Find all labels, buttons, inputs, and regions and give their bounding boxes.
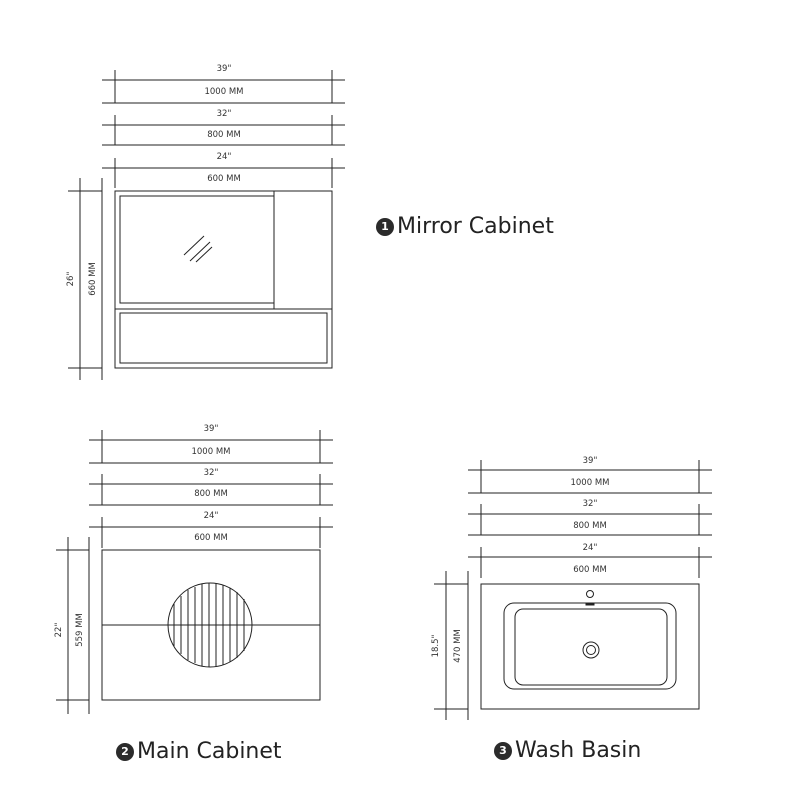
mirror-panel	[119, 195, 275, 304]
overflow-slot-icon	[585, 602, 595, 606]
main-width-mm-1: 1000 MM	[191, 447, 230, 457]
basin-width-mm-3: 600 MM	[573, 565, 607, 575]
basin-width-mm-2: 800 MM	[573, 521, 607, 531]
basin-width-in-3: 24"	[583, 543, 598, 553]
slatted-circle-icon	[167, 582, 253, 668]
main-cabinet-title: 2 Main Cabinet	[116, 739, 282, 764]
main-dim-1000	[89, 430, 333, 464]
basin-height-mm: 470 MM	[453, 629, 463, 663]
mirror-width-mm-2: 800 MM	[207, 130, 241, 140]
main-dim-800	[89, 474, 333, 506]
mirror-width-mm-3: 600 MM	[207, 174, 241, 184]
wash-basin-group	[434, 460, 712, 720]
basin-width-mm-1: 1000 MM	[570, 478, 609, 488]
number-badge-icon: 2	[116, 742, 134, 761]
main-cabinet-group	[56, 430, 333, 714]
mirror-cabinet-label: Mirror Cabinet	[397, 214, 554, 239]
main-height-in: 22"	[54, 623, 64, 638]
basin-height-in: 18.5"	[431, 634, 441, 657]
main-dim-600	[89, 517, 333, 548]
wash-basin-label: Wash Basin	[515, 738, 642, 763]
main-height-mm: 559 MM	[75, 613, 85, 647]
mirror-cabinet-title: 1 Mirror Cabinet	[376, 214, 554, 239]
wash-basin-outline	[480, 583, 700, 710]
basin-width-in-2: 32"	[583, 499, 598, 509]
main-dim-height	[56, 537, 90, 714]
mirror-height-in: 26"	[66, 272, 76, 287]
basin-width-in-1: 39"	[583, 456, 598, 466]
main-width-in-1: 39"	[204, 424, 219, 434]
basin-dim-1000	[468, 460, 712, 494]
basin-dim-800	[468, 504, 712, 536]
mirror-cabinet-outline	[114, 190, 333, 369]
main-cabinet-label: Main Cabinet	[137, 739, 282, 764]
mirror-dim-1000	[102, 70, 345, 104]
basin-bowl-inner	[514, 608, 668, 686]
mirror-width-mm-1: 1000 MM	[204, 87, 243, 97]
number-badge-icon: 1	[376, 217, 394, 236]
mirror-dim-600	[102, 158, 345, 188]
wash-basin-title: 3 Wash Basin	[494, 738, 641, 763]
mirror-dim-800	[102, 115, 345, 146]
mirror-width-in-3: 24"	[217, 152, 232, 162]
mirror-cabinet-group	[68, 70, 345, 380]
mirror-shelf	[119, 312, 328, 364]
drain-icon	[582, 641, 600, 659]
number-badge-icon: 3	[494, 741, 512, 760]
basin-dim-600	[468, 547, 712, 578]
main-width-mm-3: 600 MM	[194, 533, 228, 543]
tap-hole-icon	[586, 590, 594, 598]
mirror-width-in-1: 39"	[217, 64, 232, 74]
main-width-in-2: 32"	[204, 468, 219, 478]
mirror-height-mm: 660 MM	[88, 262, 98, 296]
mirror-width-in-2: 32"	[217, 109, 232, 119]
mirror-reflection-icon	[183, 235, 213, 263]
basin-dim-height	[434, 571, 469, 720]
main-width-in-3: 24"	[204, 511, 219, 521]
mirror-dim-height	[68, 178, 103, 380]
main-width-mm-2: 800 MM	[194, 489, 228, 499]
